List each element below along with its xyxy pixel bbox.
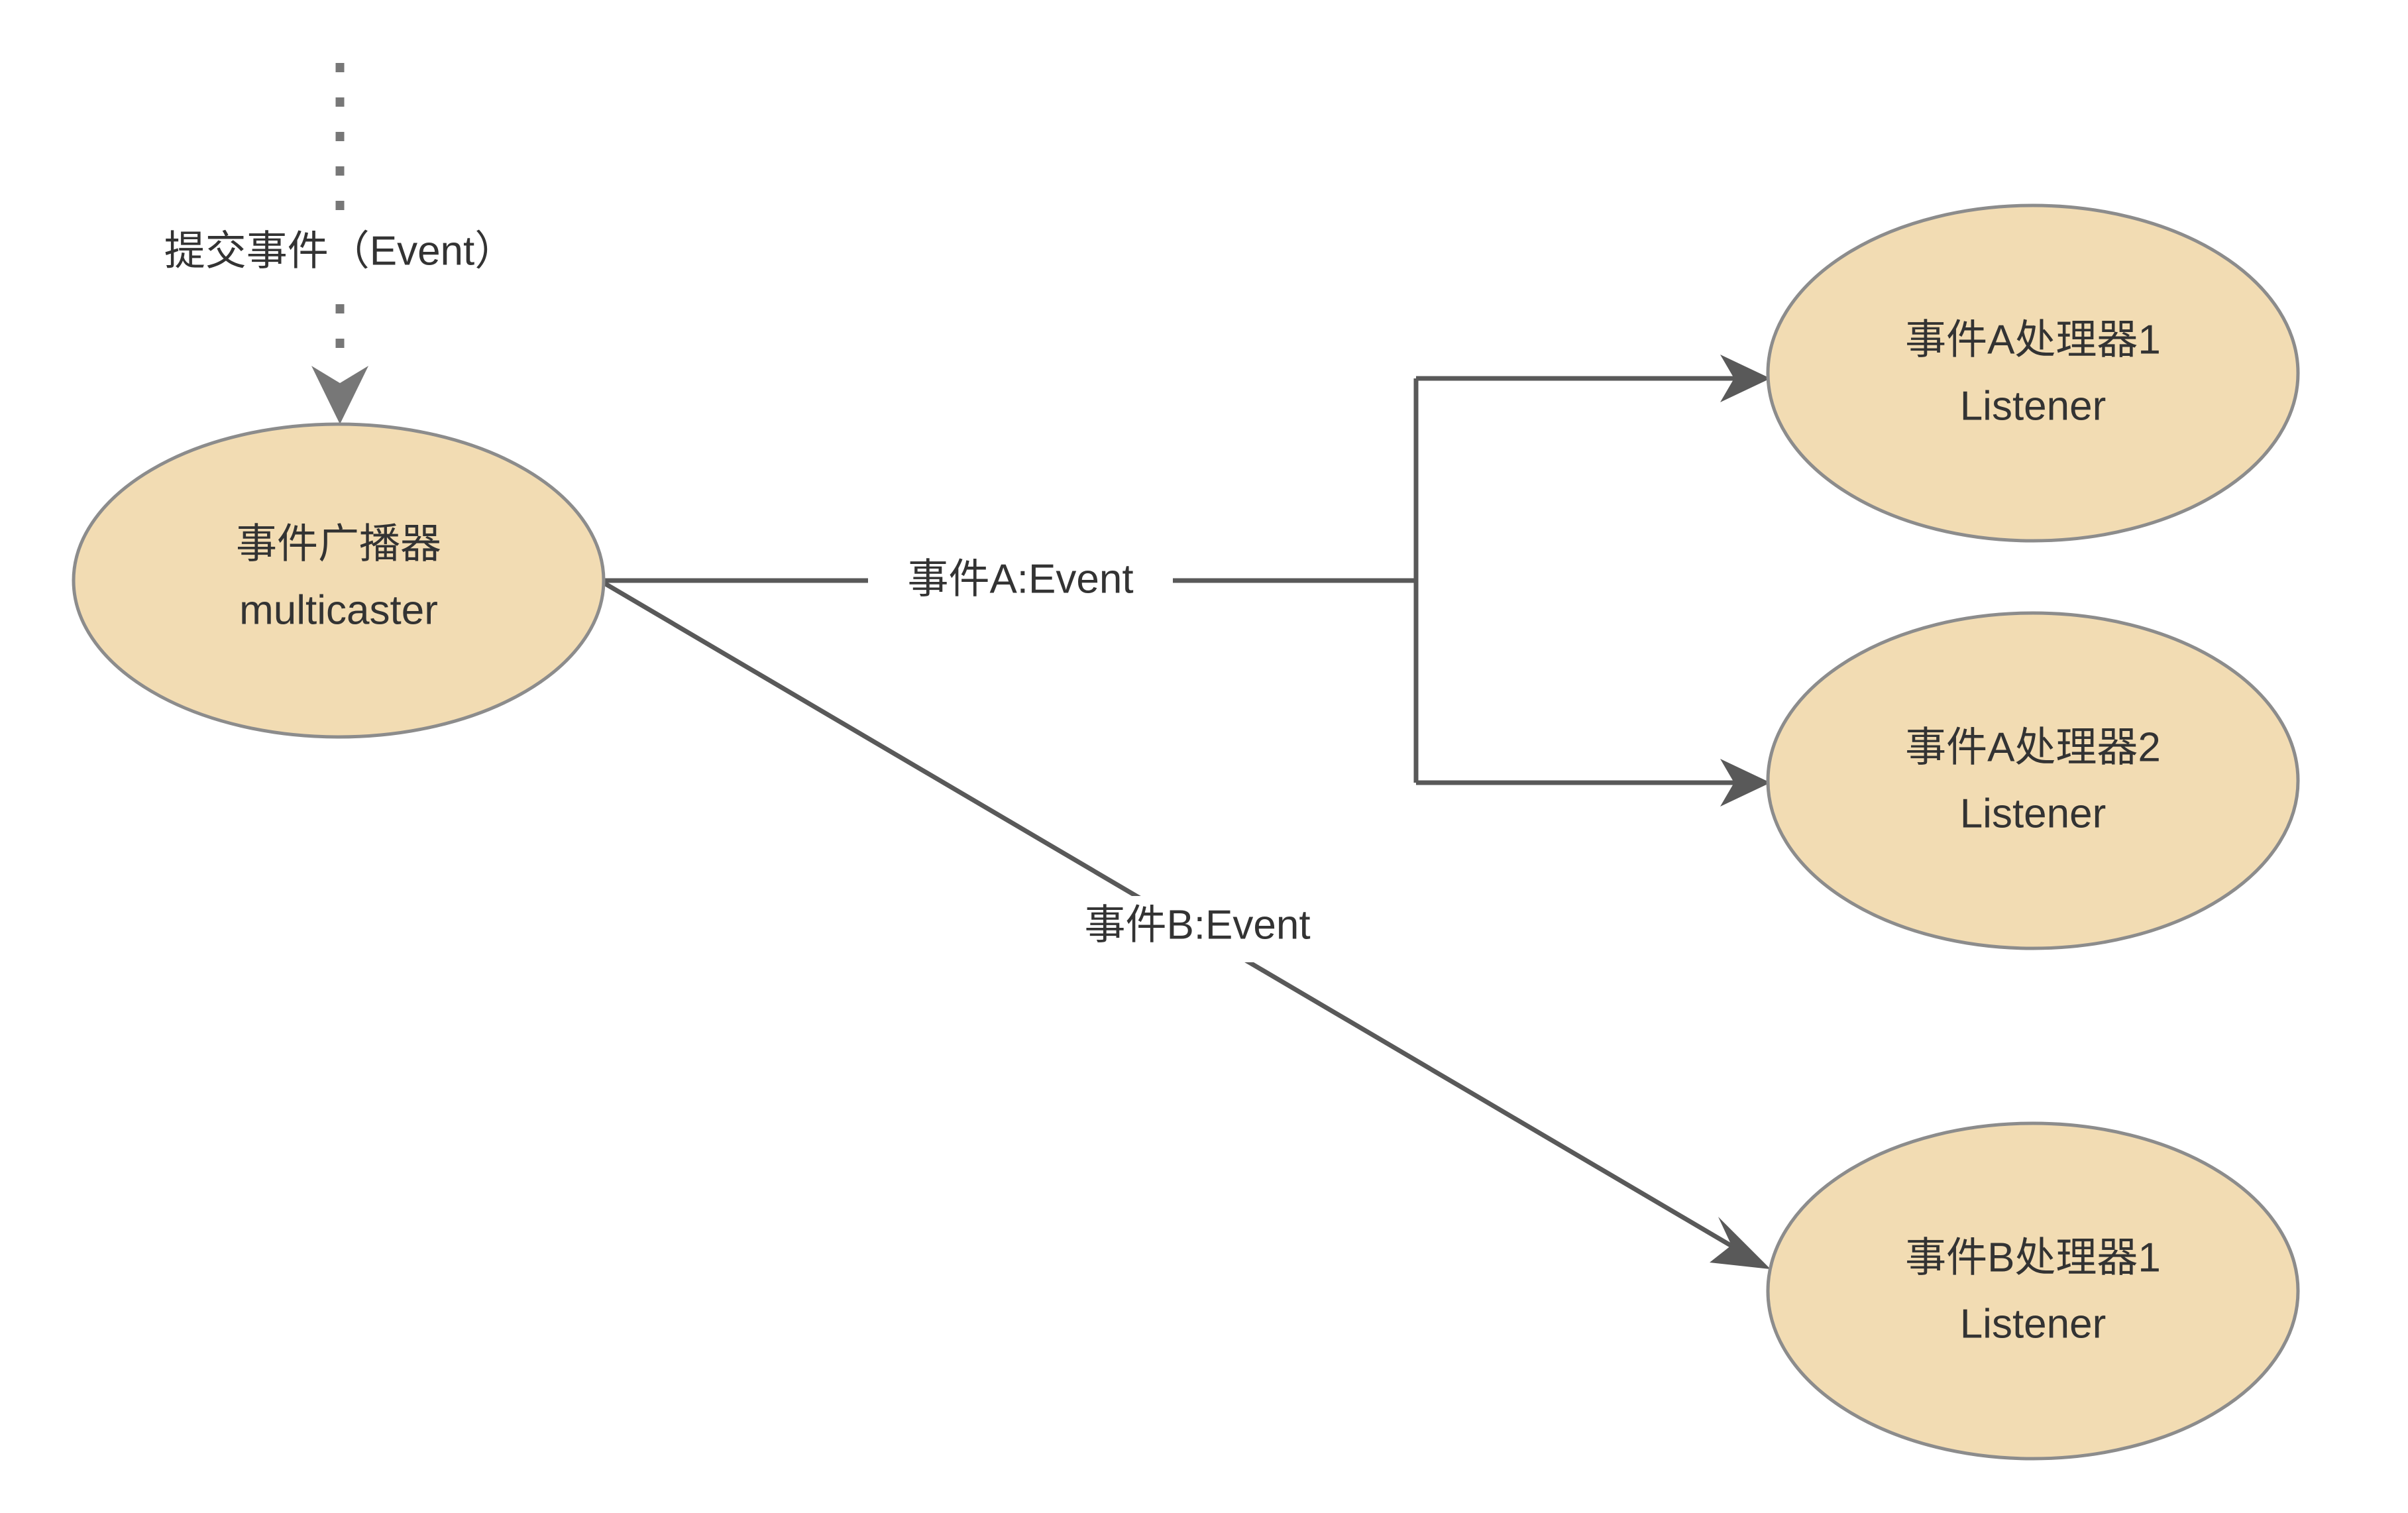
listener-a2-label-line2: Listener — [1960, 791, 2107, 836]
event-b-arrowhead — [1710, 1217, 1771, 1269]
listener-a1-label-line1: 事件A处理器1 — [1905, 317, 2161, 363]
node-listener-b1[interactable]: 事件B处理器1 Listener — [1766, 1121, 2300, 1461]
listener-b1-ellipse[interactable] — [1766, 1121, 2300, 1461]
event-b-label: 事件B:Event — [1084, 902, 1310, 948]
event-a-label-backing — [868, 551, 1173, 612]
multicaster-label-line1: 事件广播器 — [236, 521, 441, 567]
edge-submit-event — [311, 63, 368, 424]
edge-label-event-b: 事件B:Event — [1045, 896, 1350, 962]
edge-label-submit-event: 提交事件（Event） — [123, 222, 560, 288]
node-multicaster[interactable]: 事件广播器 multicaster — [72, 422, 606, 739]
listener-a2-label-line1: 事件A处理器2 — [1905, 724, 2161, 770]
event-a-arrowhead-lower — [1720, 759, 1771, 807]
multicaster-ellipse[interactable] — [72, 422, 606, 739]
edge-event-a — [604, 355, 1771, 807]
multicaster-label-line2: multicaster — [239, 587, 438, 633]
listener-a1-ellipse[interactable] — [1766, 203, 2300, 543]
node-listener-a2[interactable]: 事件A处理器2 Listener — [1766, 611, 2300, 950]
submit-event-arrowhead — [311, 366, 368, 424]
event-b-label-backing — [1045, 896, 1350, 962]
submit-event-label: 提交事件（Event） — [164, 228, 516, 274]
listener-b1-label-line1: 事件B处理器1 — [1905, 1235, 2161, 1280]
edge-label-event-a: 事件A:Event — [868, 551, 1173, 612]
event-a-label: 事件A:Event — [907, 556, 1133, 602]
event-a-arrowhead-upper — [1720, 355, 1771, 402]
listener-b1-label-line2: Listener — [1960, 1301, 2107, 1347]
node-listener-a1[interactable]: 事件A处理器1 Listener — [1766, 203, 2300, 543]
submit-event-label-backing — [123, 222, 560, 288]
listener-a2-ellipse[interactable] — [1766, 611, 2300, 950]
listener-a1-label-line2: Listener — [1960, 383, 2107, 429]
